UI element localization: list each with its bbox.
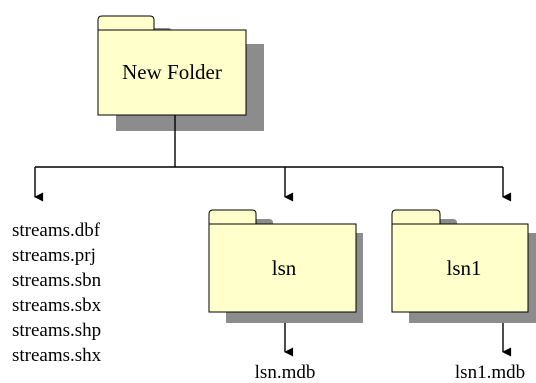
root-folder: New Folder (97, 15, 264, 131)
file-item: streams.sbx (12, 295, 102, 316)
subfolder-lsn1: lsn1 lsn1.mdb (391, 209, 536, 383)
lsn-contents-label: lsn.mdb (255, 362, 316, 383)
lsn1-contents-label: lsn1.mdb (455, 362, 525, 383)
lsn-folder-icon (208, 209, 363, 323)
lsn1-folder-label: lsn1 (446, 256, 481, 280)
file-item: streams.prj (12, 245, 96, 266)
lsn-folder-label: lsn (272, 256, 297, 280)
root-folder-label: New Folder (122, 60, 222, 84)
root-folder-icon (97, 15, 264, 131)
file-list: streams.dbf streams.prj streams.sbn stre… (12, 220, 102, 366)
lsn1-folder-icon (391, 209, 536, 323)
file-item: streams.shx (12, 345, 102, 366)
file-item: streams.dbf (12, 220, 101, 241)
tree-connectors (34, 115, 512, 357)
file-item: streams.shp (12, 320, 101, 341)
subfolder-lsn: lsn lsn.mdb (208, 209, 363, 383)
file-item: streams.sbn (12, 270, 102, 291)
